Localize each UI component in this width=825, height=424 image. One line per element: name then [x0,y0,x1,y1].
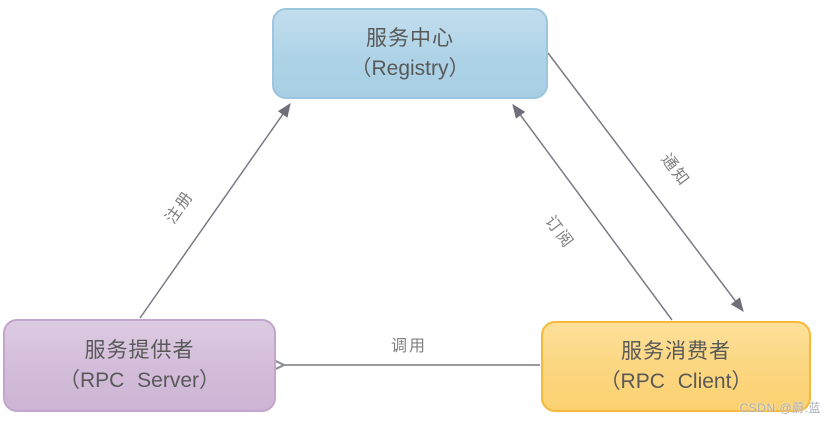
node-registry-title: 服务中心 [366,26,454,50]
watermark: CSDN @蔚.蓝 [739,401,821,415]
edge-label-call: 调用 [390,338,428,355]
node-rpc-client-title: 服务消费者 [621,339,731,363]
node-rpc-server: 服务提供者 （RPC Server） [3,319,276,412]
node-rpc-client-subtitle: （RPC Client） [599,369,753,393]
edge-register-arrow [139,103,291,319]
node-rpc-client: 服务消费者 （RPC Client） [541,321,811,412]
node-registry-subtitle: （Registry） [350,56,470,80]
edge-notify-arrow [547,52,744,312]
node-rpc-server-subtitle: （RPC Server） [58,368,221,392]
node-registry: 服务中心 （Registry） [272,8,548,99]
edge-subscribe-arrow [512,104,673,321]
node-rpc-server-title: 服务提供者 [84,338,195,362]
